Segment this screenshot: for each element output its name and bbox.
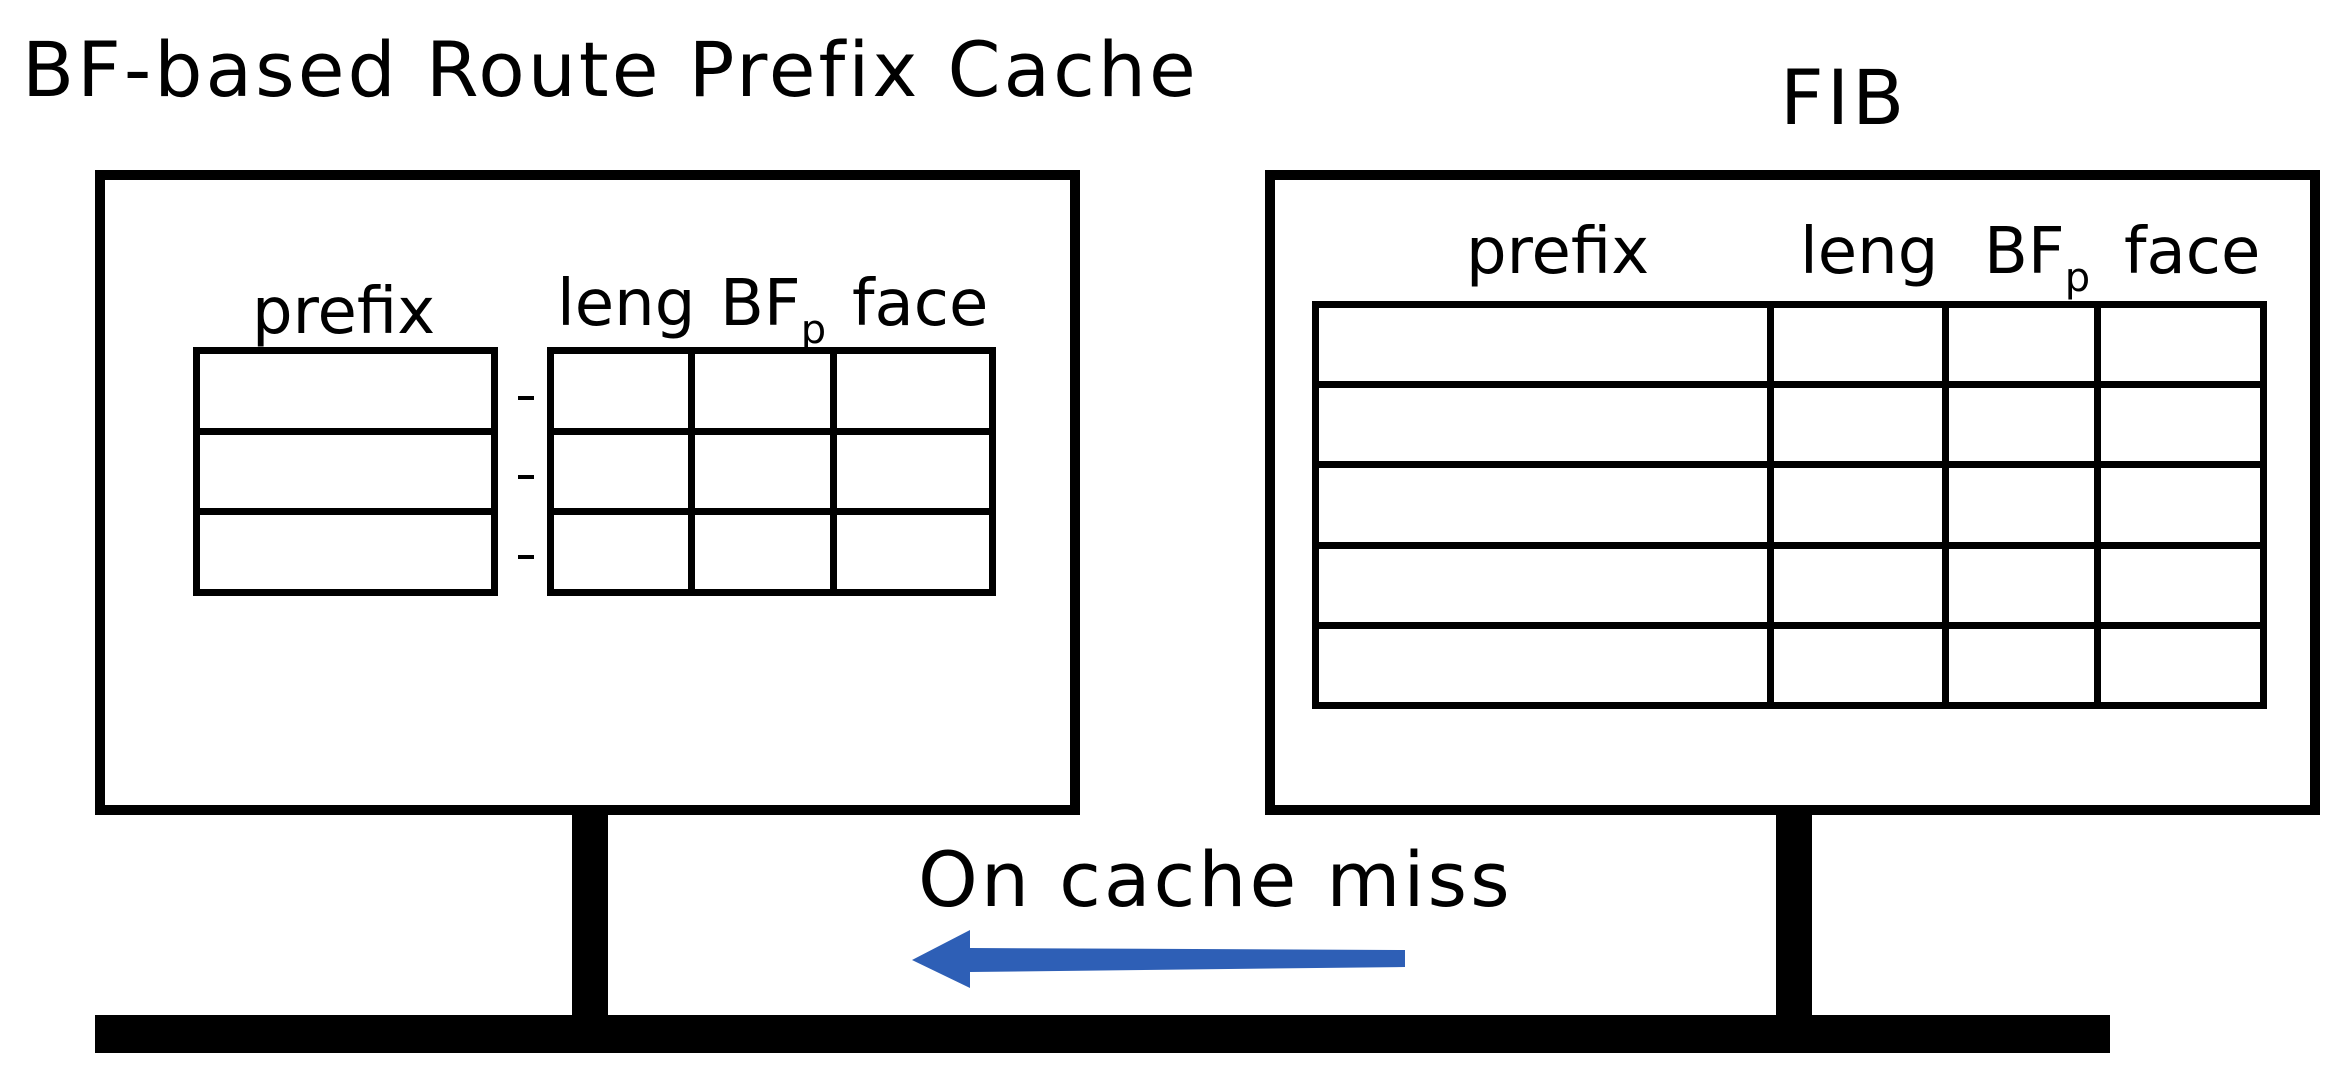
fib-stem	[1776, 805, 1812, 1027]
table-cell	[2094, 300, 2267, 389]
fib-header-bf-main: BF	[1984, 215, 2065, 289]
fib-header-face: face	[2124, 215, 2261, 289]
table-row	[1311, 621, 2267, 710]
table-row	[1311, 461, 2267, 549]
table-cell	[546, 508, 696, 596]
cache-stem	[572, 805, 608, 1027]
fib-header-leng: leng	[1800, 215, 1939, 289]
table-cell	[2094, 381, 2267, 469]
table-cell	[1311, 461, 1775, 549]
table-row	[546, 347, 997, 435]
table-cell	[688, 427, 837, 516]
table-cell	[1767, 541, 1950, 629]
table-row	[1311, 300, 2267, 389]
cache-title: BF-based Route Prefix Cache	[22, 25, 1199, 114]
table-row	[193, 427, 498, 516]
table-cell	[1311, 541, 1775, 629]
table-cell	[1767, 461, 1950, 549]
table-row	[546, 508, 997, 596]
cache-header-face: face	[852, 267, 989, 341]
table-cell	[1942, 621, 2102, 710]
table-cell	[688, 508, 837, 596]
table-cell	[193, 427, 498, 516]
left-arrow-icon	[912, 930, 1405, 988]
cache-link-dash	[518, 475, 534, 479]
table-cell	[829, 427, 997, 516]
table-cell	[1311, 621, 1775, 710]
table-cell	[546, 347, 696, 435]
table-row	[546, 427, 997, 516]
bus-line	[95, 1015, 2110, 1053]
cache-link-dash	[518, 555, 534, 559]
table-cell	[1767, 621, 1950, 710]
cache-header-bf-main: BF	[720, 267, 801, 341]
table-cell	[1942, 381, 2102, 469]
table-cell	[1311, 300, 1775, 389]
cache-header-leng: leng	[557, 267, 696, 341]
table-row	[193, 347, 498, 435]
cache-header-prefix: prefix	[252, 275, 436, 349]
cache-miss-arrow	[912, 930, 1405, 988]
cache-entry-table	[546, 347, 997, 596]
table-cell	[2094, 621, 2267, 710]
table-row	[193, 508, 498, 596]
table-cell	[1942, 541, 2102, 629]
fib-header-prefix: prefix	[1466, 215, 1650, 289]
table-row	[1311, 381, 2267, 469]
table-row	[1311, 541, 2267, 629]
table-cell	[688, 347, 837, 435]
fib-header-bf-sub: p	[2064, 255, 2091, 301]
cache-prefix-table	[193, 347, 498, 596]
table-cell	[193, 347, 498, 435]
table-cell	[1767, 300, 1950, 389]
table-cell	[2094, 541, 2267, 629]
table-cell	[829, 508, 997, 596]
fib-title: FIB	[1780, 53, 1908, 142]
fib-table	[1311, 300, 2267, 710]
cache-header-bf: BFp	[720, 272, 826, 350]
table-cell	[1942, 300, 2102, 389]
table-cell	[193, 508, 498, 596]
cache-miss-label: On cache miss	[918, 835, 1513, 924]
table-cell	[829, 347, 997, 435]
cache-header-bf-sub: p	[800, 307, 827, 353]
cache-link-dash	[518, 396, 534, 400]
table-cell	[1767, 381, 1950, 469]
fib-header-bf: BFp	[1984, 220, 2090, 298]
table-cell	[1311, 381, 1775, 469]
table-cell	[1942, 461, 2102, 549]
table-cell	[2094, 461, 2267, 549]
table-cell	[546, 427, 696, 516]
